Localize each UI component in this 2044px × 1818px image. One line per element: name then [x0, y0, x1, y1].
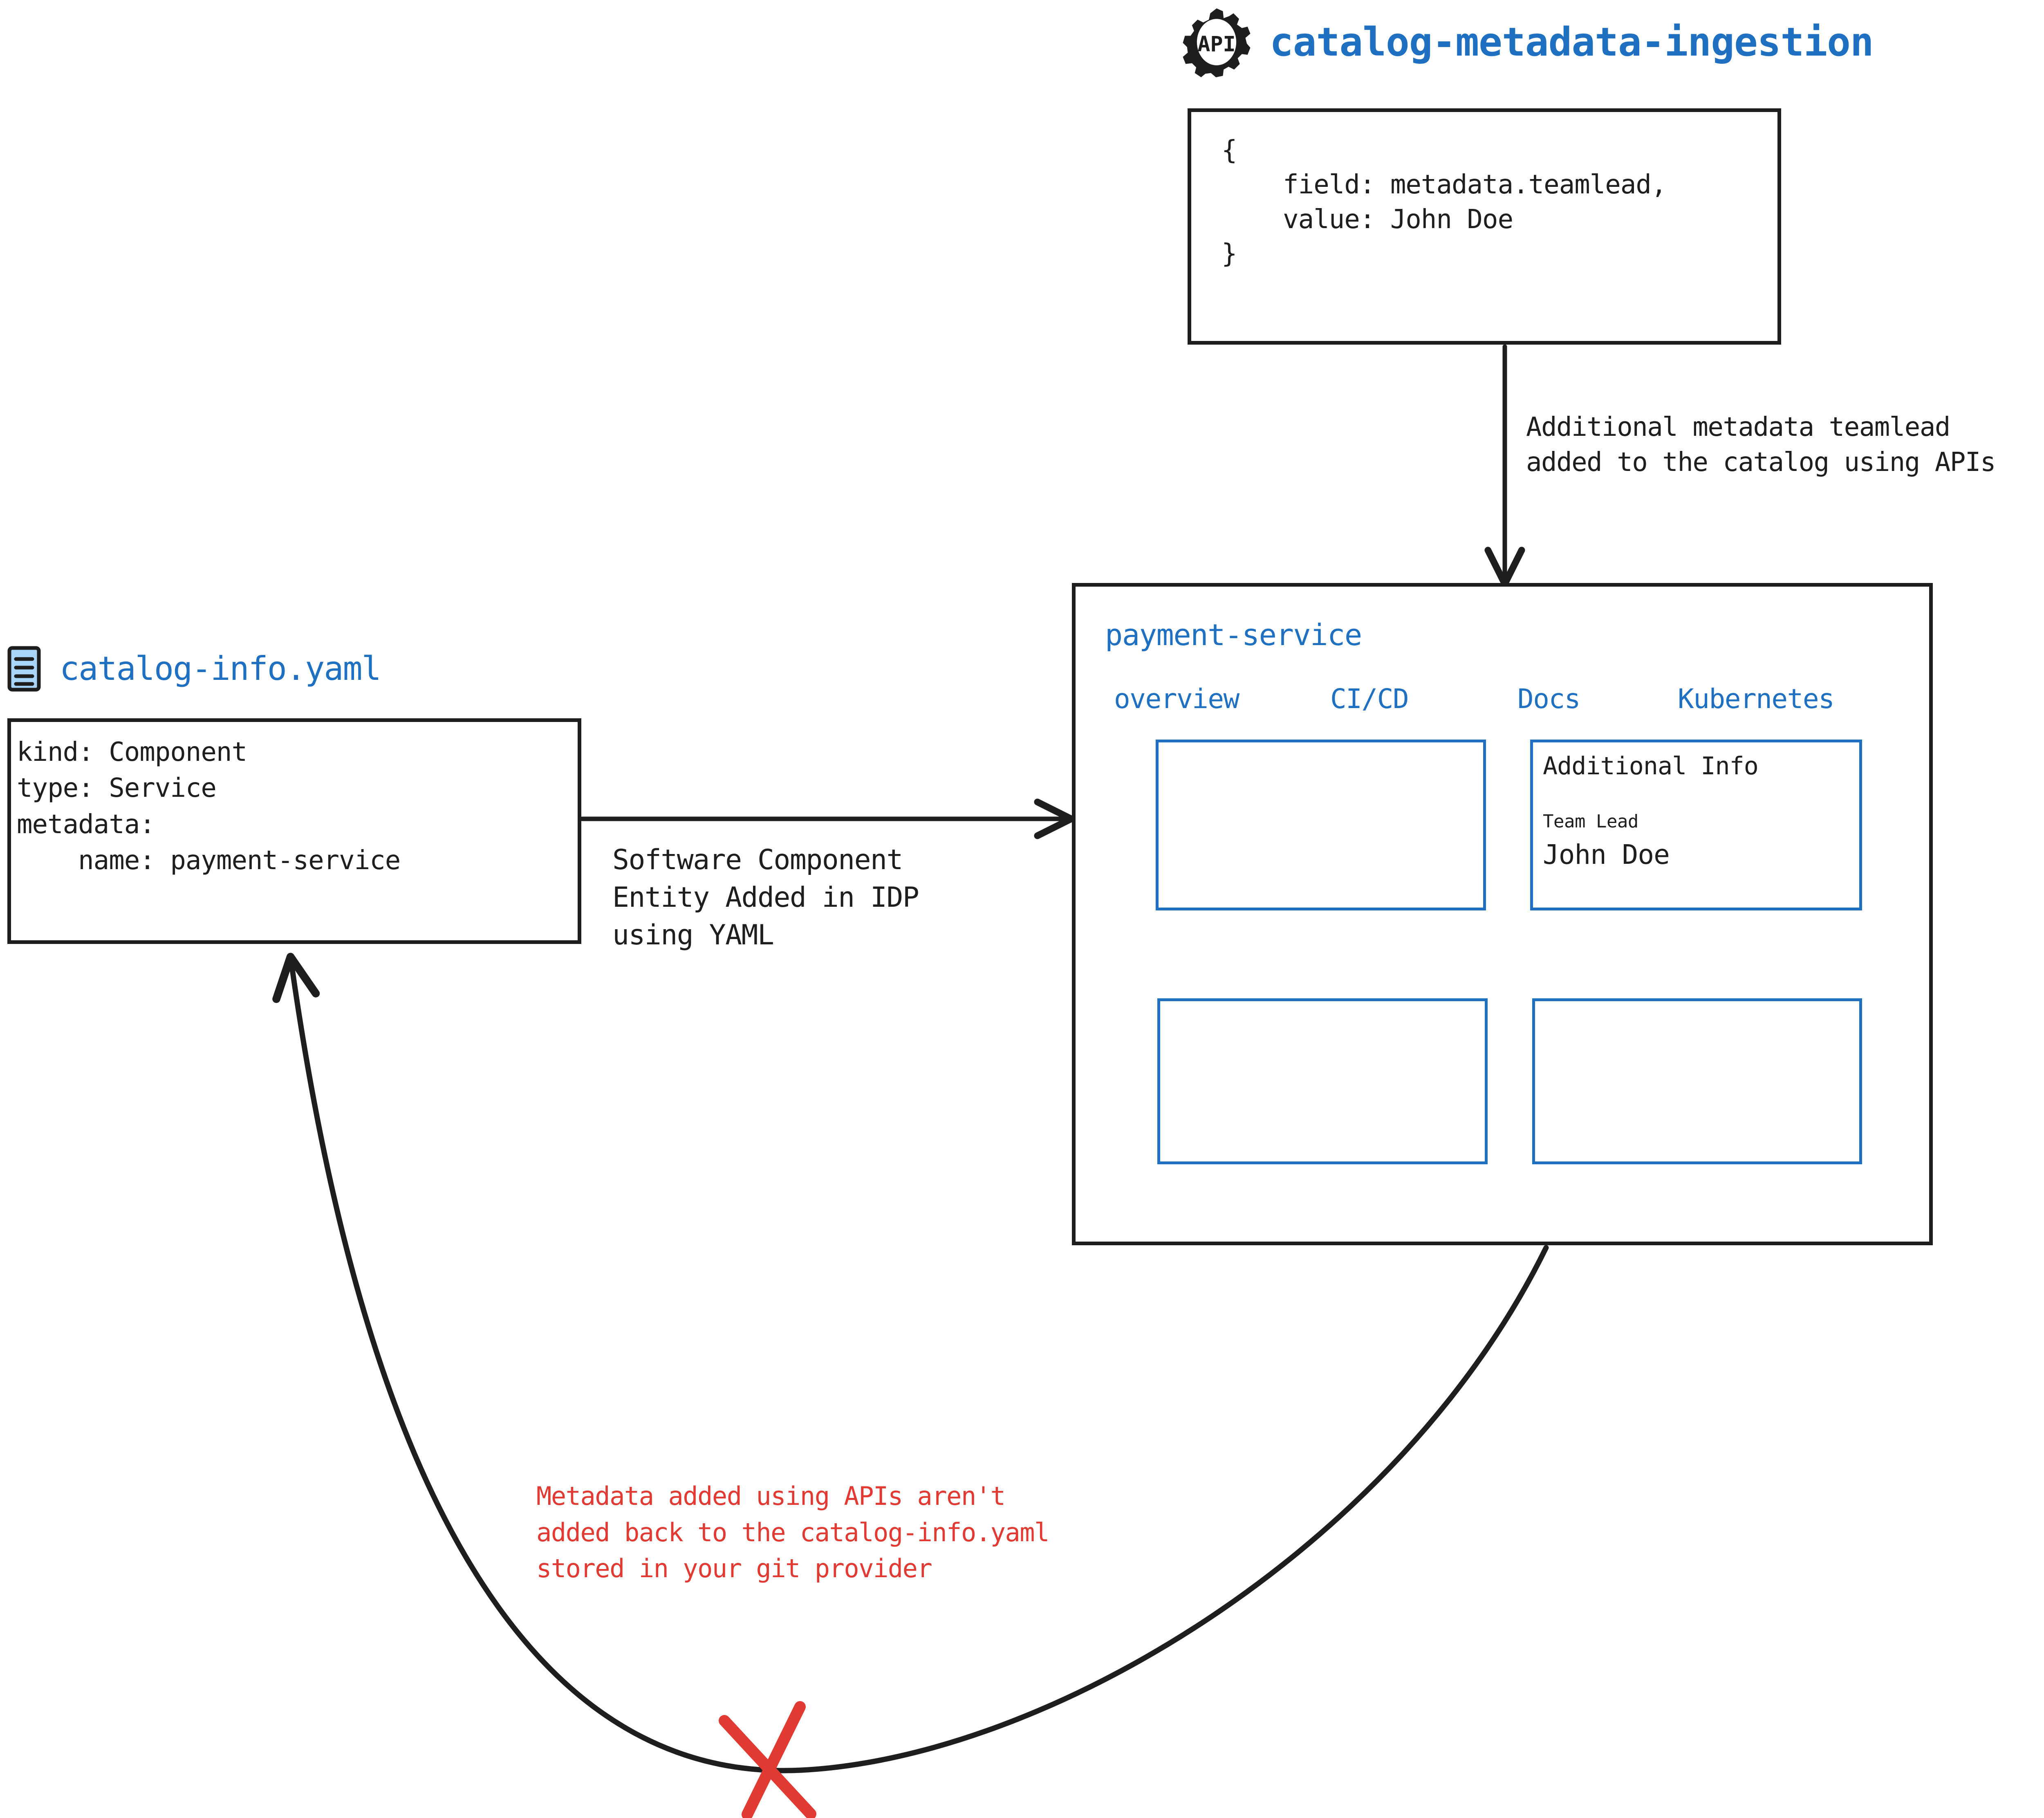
widget-top-left[interactable]	[1156, 740, 1486, 910]
tab-docs[interactable]: Docs	[1517, 683, 1580, 715]
widget-bottom-left[interactable]	[1157, 998, 1488, 1164]
tab-overview[interactable]: overview	[1114, 683, 1239, 715]
yaml-source-header: catalog-info.yaml	[7, 646, 457, 692]
text-line: stored in your git provider	[536, 1553, 932, 1584]
widget-bottom-right[interactable]	[1532, 998, 1862, 1164]
portal-tab-bar: overview CI/CD Docs Kubernetes	[1107, 686, 1896, 718]
api-gear-icon-label: API	[1197, 32, 1235, 56]
api-gear-icon: API	[1183, 8, 1251, 77]
api-source-header: API catalog-metadata-ingestion	[1181, 3, 1876, 81]
api-payload-box: { field: metadata.teamlead, value: John …	[1188, 108, 1781, 345]
text-line: kind: Component	[17, 737, 247, 767]
text-line: metadata:	[17, 809, 155, 840]
text-line: type: Service	[17, 773, 217, 804]
api-source-title: catalog-metadata-ingestion	[1270, 19, 1874, 65]
additional-info-heading: Additional Info	[1543, 752, 1759, 780]
text-line: added back to the catalog-info.yaml	[536, 1517, 1049, 1547]
text-line: using YAML	[612, 919, 774, 951]
text-line: name: payment-service	[17, 845, 401, 876]
yaml-source-title: catalog-info.yaml	[60, 650, 381, 688]
tab-ci-cd[interactable]: CI/CD	[1330, 683, 1409, 715]
yaml-source-box: kind: Component type: Service metadata: na…	[7, 718, 581, 944]
yaml-source-code: kind: Component type: Service metadata: na…	[17, 734, 578, 879]
text-line: Software Component	[612, 844, 903, 876]
red-x-icon	[719, 1701, 816, 1818]
text-line: field: metadata.teamlead,	[1221, 170, 1667, 200]
text-line: {	[1221, 135, 1237, 166]
tab-kubernetes[interactable]: Kubernetes	[1678, 683, 1835, 715]
text-line: value: John Doe	[1221, 204, 1513, 235]
widget-additional-info[interactable]: Additional Info Team Lead John Doe	[1530, 740, 1862, 910]
text-line: Additional metadata teamlead	[1526, 412, 1950, 442]
yaml-file-icon	[7, 646, 41, 692]
text-line: }	[1221, 239, 1237, 269]
text-line: added to the catalog using APIs	[1526, 447, 1996, 478]
text-line: Metadata added using APIs aren't	[536, 1481, 1006, 1511]
team-lead-value: John Doe	[1543, 839, 1670, 870]
portal-entity-title: payment-service	[1105, 618, 1362, 652]
api-payload-code: { field: metadata.teamlead, value: John …	[1221, 133, 1777, 271]
blocked-sync-warning: Metadata added using APIs aren't added ba…	[536, 1478, 1174, 1587]
text-line: Entity Added in IDP	[612, 881, 919, 914]
portal-entity-panel: payment-service overview CI/CD Docs Kube…	[1072, 583, 1933, 1245]
edge-label-api-to-panel: Additional metadata teamlead added to the…	[1526, 410, 2044, 480]
team-lead-label: Team Lead	[1543, 811, 1638, 832]
